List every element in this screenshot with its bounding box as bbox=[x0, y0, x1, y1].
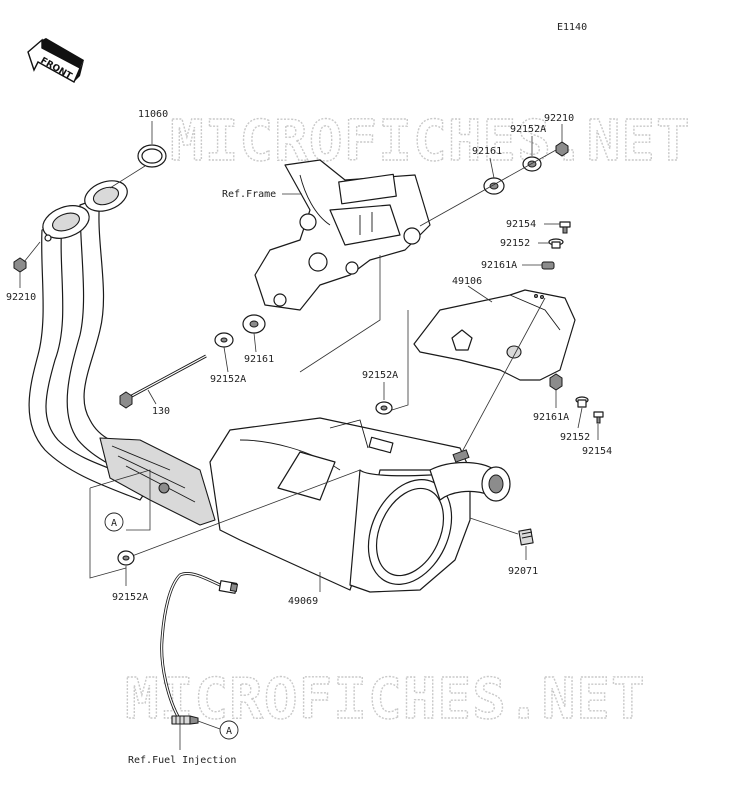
label-92154-bottom: 92154 bbox=[582, 446, 612, 457]
label-92152A-right: 92152A bbox=[362, 370, 398, 381]
watermark-bottom: MICROFICHES.NET bbox=[125, 667, 646, 732]
svg-text:A: A bbox=[226, 726, 232, 737]
label-92152A-top: 92152A bbox=[510, 124, 546, 135]
front-arrow-icon: FRONT bbox=[27, 38, 84, 83]
header-flange-rear bbox=[84, 180, 128, 212]
label-92152A-left: 92152A bbox=[112, 592, 148, 603]
label-ref-fuel-injection: Ref.Fuel Injection bbox=[128, 755, 236, 766]
label-92154-top: 92154 bbox=[506, 219, 536, 230]
label-92152A-mid: 92152A bbox=[210, 374, 246, 385]
watermark-top: MICROFICHES.NET bbox=[170, 109, 691, 174]
callout-a-left: A bbox=[104, 512, 124, 532]
exhaust-header-pipes bbox=[28, 180, 216, 526]
header-flange-front bbox=[42, 205, 90, 242]
grommet-92161A-bottom bbox=[549, 373, 563, 391]
nut-92210-left bbox=[13, 257, 27, 273]
label-92152-bottom: 92152 bbox=[560, 432, 590, 443]
label-92161-mid: 92161 bbox=[244, 354, 274, 365]
label-92210-left: 92210 bbox=[6, 292, 36, 303]
label-92071: 92071 bbox=[508, 566, 538, 577]
label-92161-top: 92161 bbox=[472, 146, 502, 157]
label-130: 130 bbox=[152, 406, 170, 417]
collar-92152-top bbox=[548, 238, 564, 249]
bolt-130 bbox=[119, 354, 207, 409]
oxygen-sensor bbox=[160, 571, 239, 725]
diagram-code: E1140 bbox=[557, 22, 587, 33]
collar-92152-bottom bbox=[575, 396, 589, 408]
label-92161A-top: 92161A bbox=[481, 260, 517, 271]
label-49069: 49069 bbox=[288, 596, 318, 607]
band-92071 bbox=[518, 528, 534, 546]
frame-bracket bbox=[254, 159, 431, 311]
muffler-49069 bbox=[209, 417, 511, 593]
bolt-92154-top bbox=[559, 221, 571, 234]
callout-a-bottom: A bbox=[219, 720, 239, 740]
label-92161A-bottom: 92161A bbox=[533, 412, 569, 423]
grommet-92161A-top bbox=[541, 261, 555, 270]
label-92152-top: 92152 bbox=[500, 238, 530, 249]
label-ref-frame: Ref.Frame bbox=[222, 189, 276, 200]
label-92210-right: 92210 bbox=[544, 113, 574, 124]
label-49106: 49106 bbox=[452, 276, 482, 287]
label-11060: 11060 bbox=[138, 109, 168, 120]
svg-text:A: A bbox=[111, 518, 117, 529]
heat-shield-49106 bbox=[413, 289, 576, 381]
bolt-92154-bottom bbox=[593, 411, 604, 424]
